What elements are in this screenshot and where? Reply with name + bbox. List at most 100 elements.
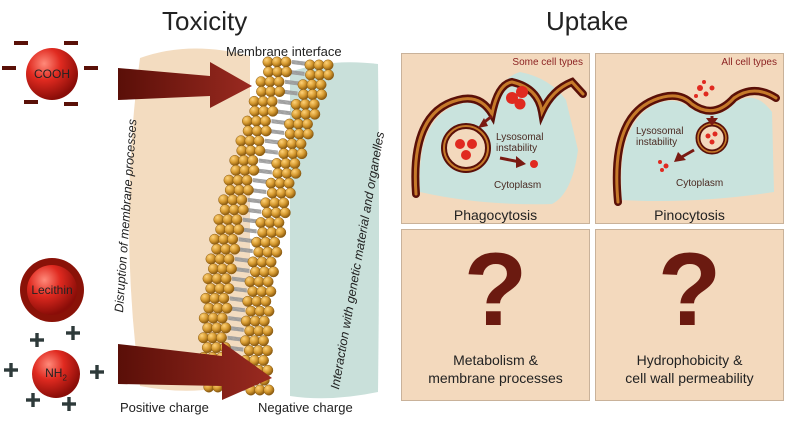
cooh-arrow [118,62,252,108]
lipid-head-bead [236,194,248,206]
lipid-head-bead [260,125,272,137]
lipid-head-bead [308,98,320,110]
lipid-head-bead [269,236,281,248]
lipid-head-bead [266,95,278,107]
lipid-head-bead [273,217,285,229]
lipid-head-bead [258,315,270,327]
lipid-head-bead [267,266,279,278]
lipid-tail [242,217,259,221]
intracellular-region [290,62,379,399]
negative-charge-label: Negative charge [258,400,353,415]
nh2-particle [4,326,104,411]
lipid-head-bead [271,246,283,258]
membrane-interface-label: Membrane interface [226,44,342,59]
lipid-head-bead [265,286,277,297]
cooh-label: COOH [34,67,70,81]
phagocytosis-label: Phagocytosis [453,207,538,223]
lipid-head-bead [322,59,334,71]
hydrophobicity-label-2: cell wall permeability [625,370,754,386]
lipid-tail [258,158,275,162]
phagocytosis-lysosomal-2: instability [496,143,538,154]
lipid-head-bead [223,283,235,294]
lipid-head-bead [315,79,327,91]
lipid-head-bead [231,214,243,226]
phagocytosis-panel: Some cell types Lysosomal instability Cy… [401,53,590,224]
lipid-head-bead [274,86,286,97]
lipid-head-bead [221,302,233,314]
lipid-head-bead [225,263,237,275]
pinocytosis-panel: All cell types Lysosomal instability Cyt… [595,53,784,224]
lipid-head-bead [233,223,245,235]
pinocytosis-tag: All cell types [721,57,777,68]
lipid-tail [232,276,249,280]
lipid-head-bead [295,138,307,150]
phagocytosis-lysosomal-1: Lysosomal [496,132,544,143]
lipid-head-bead [273,76,285,88]
lipid-head-bead [218,292,230,304]
lipid-head-bead [220,322,232,334]
lipid-head-bead [241,174,253,186]
lipid-head-bead [279,207,291,219]
nh2-label: NH2 [36,366,76,382]
lipid-tail [247,197,264,201]
lipid-head-bead [258,355,269,366]
lipid-tail [284,79,302,83]
lipid-head-bead [253,135,265,147]
lipid-head-bead [302,118,313,130]
lipid-head-bead [281,66,292,78]
lipid-head-bead [275,226,287,238]
pinocytosis-lysosomal-2: instability [636,137,678,148]
lipid-tail [291,60,309,63]
lipid-head-bead [242,184,254,196]
lipid-head-bead [265,256,277,268]
lipid-head-bead [254,145,266,157]
toxicity-title: Toxicity [162,6,248,36]
lipid-tail [229,296,246,300]
lipid-head-bead [260,115,271,127]
lipid-head-bead [263,384,275,396]
lipid-tail [252,178,270,181]
lipid-head-bead [278,197,290,209]
lipid-head-bead [290,167,302,179]
lipid-tail [234,256,252,260]
lipid-head-bead [284,187,296,199]
lipid-head-bead [216,332,227,344]
lipid-head-bead [283,177,295,189]
lipid-tail [238,237,255,241]
pinocytosis-label: Pinocytosis [654,207,725,223]
lipid-tail [264,138,282,142]
lipid-tail [271,119,288,122]
lipid-head-bead [323,69,334,81]
phagocytosis-tag: Some cell types [512,57,583,68]
membrane-illustration [2,41,379,411]
lipid-head-bead [296,148,308,160]
pinocytosis-cytoplasm: Cytoplasm [676,178,724,189]
lipid-head-bead [229,243,241,255]
positive-charge-label: Positive charge [120,400,209,415]
nh2-text: NH [45,366,63,380]
lipid-head-bead [267,105,279,117]
lipid-head-bead [263,305,275,317]
question-mark-icon: ? [657,232,722,348]
lipid-head-bead [316,89,328,100]
lipid-head-bead [247,155,259,166]
phagocytosis-illustration [411,72,587,205]
lipid-head-bead [261,345,273,357]
nh2-arrow [118,342,272,400]
lipid-head-bead [302,128,314,140]
metabolism-panel: ? Metabolism & membrane processes [401,229,590,401]
lipid-head-bead [309,108,321,120]
lipid-head-bead [223,253,235,265]
lecithin-label: Lecithin [31,283,73,297]
phagocytosis-cytoplasm: Cytoplasm [494,180,542,191]
hydrophobicity-panel: ? Hydrophobicity & cell wall permeabilit… [595,229,784,401]
nh2-subscript: 2 [62,373,67,383]
lecithin-particle [20,258,84,322]
pinocytosis-lysosomal-1: Lysosomal [636,126,684,137]
question-mark-icon: ? [463,232,528,348]
lipid-head-bead [289,158,301,169]
lipid-head-bead [262,325,274,337]
cooh-particle [2,41,98,106]
lipid-head-bead [237,204,249,216]
lipid-head-bead [227,233,239,245]
